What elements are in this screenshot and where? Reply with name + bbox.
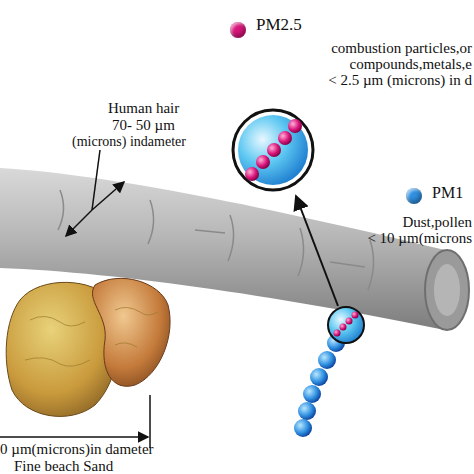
particle-description: compounds,metals,e [350, 56, 472, 73]
leader-line [66, 210, 92, 236]
part-name: Fine beach Sand [14, 458, 113, 474]
sand-texture [25, 307, 158, 366]
legend-text: PM1 [432, 184, 463, 202]
zoom-spot [328, 307, 364, 343]
hair-core [434, 264, 460, 316]
legend-text: PM2.5 [256, 16, 302, 35]
leader-line [92, 150, 100, 210]
hair-cut-end [425, 250, 469, 330]
size-note: < 10 µm(microns [367, 230, 472, 247]
dimension: 0 µm(microns)in dameter [0, 441, 154, 458]
dimension-line [0, 436, 148, 438]
leader-line [92, 182, 124, 210]
particle-description: combustion particles,or [331, 40, 472, 57]
pm25-chain-small [334, 312, 359, 337]
particle-description: Dust,pollen [402, 214, 472, 231]
pm25-chain [245, 119, 302, 181]
zoom-circle [233, 110, 313, 190]
zoom-particle [238, 115, 308, 185]
sand-grain [92, 278, 170, 386]
legend-swatch [230, 22, 246, 38]
size-note: < 2.5 µm (microns) in d [328, 72, 472, 89]
zoom-arrow [296, 196, 338, 306]
dimension: (microns) indameter [72, 134, 186, 149]
pm10-chain [294, 334, 345, 437]
dimension-tick [149, 395, 151, 448]
dimension: 70- 50 µm [112, 117, 175, 134]
part-name: Human hair [108, 100, 179, 117]
legend-swatch [406, 188, 422, 204]
